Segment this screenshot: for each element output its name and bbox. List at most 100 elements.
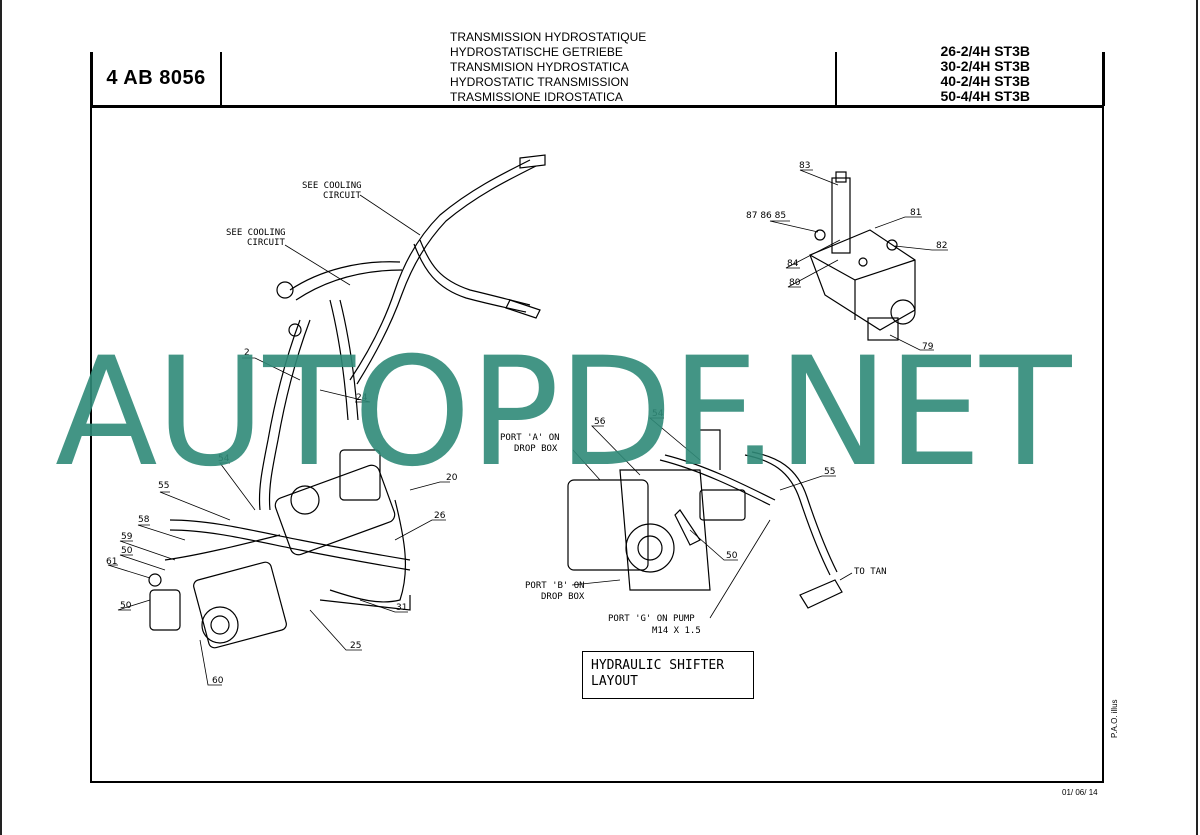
note-port-b-2: DROP BOX xyxy=(541,592,585,602)
leader-line xyxy=(889,334,934,351)
note-cooling-2b: CIRCUIT xyxy=(247,238,286,248)
callout-59: 59 xyxy=(121,532,133,542)
leader-line xyxy=(769,220,819,233)
connector xyxy=(867,317,899,341)
hose-line xyxy=(419,239,531,306)
page-edge-left xyxy=(0,0,2,835)
pipe xyxy=(751,451,838,573)
note-port-a-2: DROP BOX xyxy=(514,444,558,454)
hose-line xyxy=(164,534,281,561)
note-port-b-1: PORT 'B' ON xyxy=(525,581,585,591)
header-rule xyxy=(835,52,837,106)
leader-line xyxy=(319,389,371,403)
pump-flange xyxy=(201,606,239,644)
title-es: TRANSMISION HYDROSTATICA xyxy=(450,60,629,74)
callout-26: 26 xyxy=(434,511,446,521)
leader-line xyxy=(394,519,446,541)
leader-line xyxy=(242,357,301,381)
leader-line xyxy=(799,169,839,186)
valve-block xyxy=(339,449,381,501)
layout-title-box: HYDRAULIC SHIFTER LAYOUT xyxy=(582,651,754,699)
title-en: HYDROSTATIC TRANSMISSION xyxy=(450,75,629,89)
valve-body xyxy=(809,229,916,331)
title-de: HYDROSTATISCHE GETRIEBE xyxy=(450,45,623,59)
leader-line xyxy=(117,599,151,611)
left-assembly xyxy=(148,154,546,649)
pipe xyxy=(744,454,831,576)
hose-line xyxy=(329,499,407,603)
fitting xyxy=(288,323,302,337)
callout-20: 20 xyxy=(446,473,458,483)
document-reference: 4 AB 8056 xyxy=(106,66,206,89)
pipe xyxy=(700,429,721,470)
leader-line xyxy=(785,239,841,269)
model-item: 50-4/4H ST3B xyxy=(940,88,1030,104)
hose-line xyxy=(329,299,349,421)
title-block: TRANSMISSION HYDROSTATIQUE HYDROSTATISCH… xyxy=(450,30,646,105)
page-edge-right xyxy=(1196,0,1198,835)
title-it: TRASMISSIONE IDROSTATICA xyxy=(450,90,623,104)
callout-25: 25 xyxy=(350,641,361,651)
leader-line xyxy=(309,609,362,651)
bolt xyxy=(814,229,826,241)
drawing-frame xyxy=(90,105,1104,783)
fitting xyxy=(276,281,294,299)
note-port-g-2: M14 X 1.5 xyxy=(652,626,701,636)
leader-line xyxy=(359,194,421,236)
fitting xyxy=(519,154,546,169)
right-assembly xyxy=(567,171,916,609)
hose-line xyxy=(349,159,531,381)
fitting-block xyxy=(149,589,181,631)
layout-title-line-2: LAYOUT xyxy=(591,674,638,689)
callout-61: 61 xyxy=(106,557,117,567)
motor-port xyxy=(290,485,320,515)
hose-line xyxy=(268,319,311,511)
callout-60: 60 xyxy=(212,676,224,686)
leader-line xyxy=(571,579,621,586)
leader-line xyxy=(199,639,222,686)
pipe xyxy=(659,459,771,506)
callout-50: 50 xyxy=(120,601,132,611)
fitting xyxy=(148,573,162,587)
watermark: AUTOPDF.NET xyxy=(55,326,1072,500)
callout-31: 31 xyxy=(396,603,407,613)
callout-2: 2 xyxy=(244,348,250,358)
leader-line xyxy=(284,244,351,286)
leader-line xyxy=(219,462,256,511)
bracket xyxy=(674,509,701,546)
leader-line xyxy=(572,449,601,481)
drop-box-flange xyxy=(625,523,675,573)
model-item: 30-2/4H ST3B xyxy=(940,58,1030,74)
callout-87-86-85: 87 86 85 xyxy=(746,211,786,221)
note-port-a-1: PORT 'A' ON xyxy=(500,433,560,443)
leader-lines xyxy=(107,169,948,686)
leader-line xyxy=(709,519,771,619)
drop-box xyxy=(567,479,649,571)
leader-line xyxy=(787,259,839,288)
leader-line xyxy=(119,540,176,561)
note-port-g-1: PORT 'G' ON PUMP xyxy=(608,614,695,624)
hose-line xyxy=(339,299,359,421)
pipe xyxy=(664,454,776,501)
callout-55: 55 xyxy=(158,481,169,491)
model-list: 26-2/4H ST3B 30-2/4H ST3B 40-2/4H ST3B 5… xyxy=(840,44,1030,104)
callout-55: 55 xyxy=(824,467,835,477)
callout-58: 58 xyxy=(138,515,150,525)
motor-body xyxy=(274,464,396,556)
leader-line xyxy=(779,475,836,491)
leader-line xyxy=(839,572,853,581)
hose-line xyxy=(295,269,403,301)
model-item: 40-2/4H ST3B xyxy=(940,73,1030,89)
pump-flange xyxy=(210,615,230,635)
callout-54: 54 xyxy=(218,454,230,464)
drop-box-flange xyxy=(637,535,663,561)
shift-valve xyxy=(699,489,746,521)
leader-line xyxy=(119,554,166,571)
callout-80: 80 xyxy=(789,278,801,288)
note-to-tank: TO TAN xyxy=(854,567,887,577)
callout-83: 83 xyxy=(799,161,810,171)
note-cooling-2a: SEE COOLING xyxy=(226,228,286,238)
callout-56: 56 xyxy=(594,417,606,427)
pump-body xyxy=(193,561,287,649)
model-item: 26-2/4H ST3B xyxy=(940,43,1030,59)
